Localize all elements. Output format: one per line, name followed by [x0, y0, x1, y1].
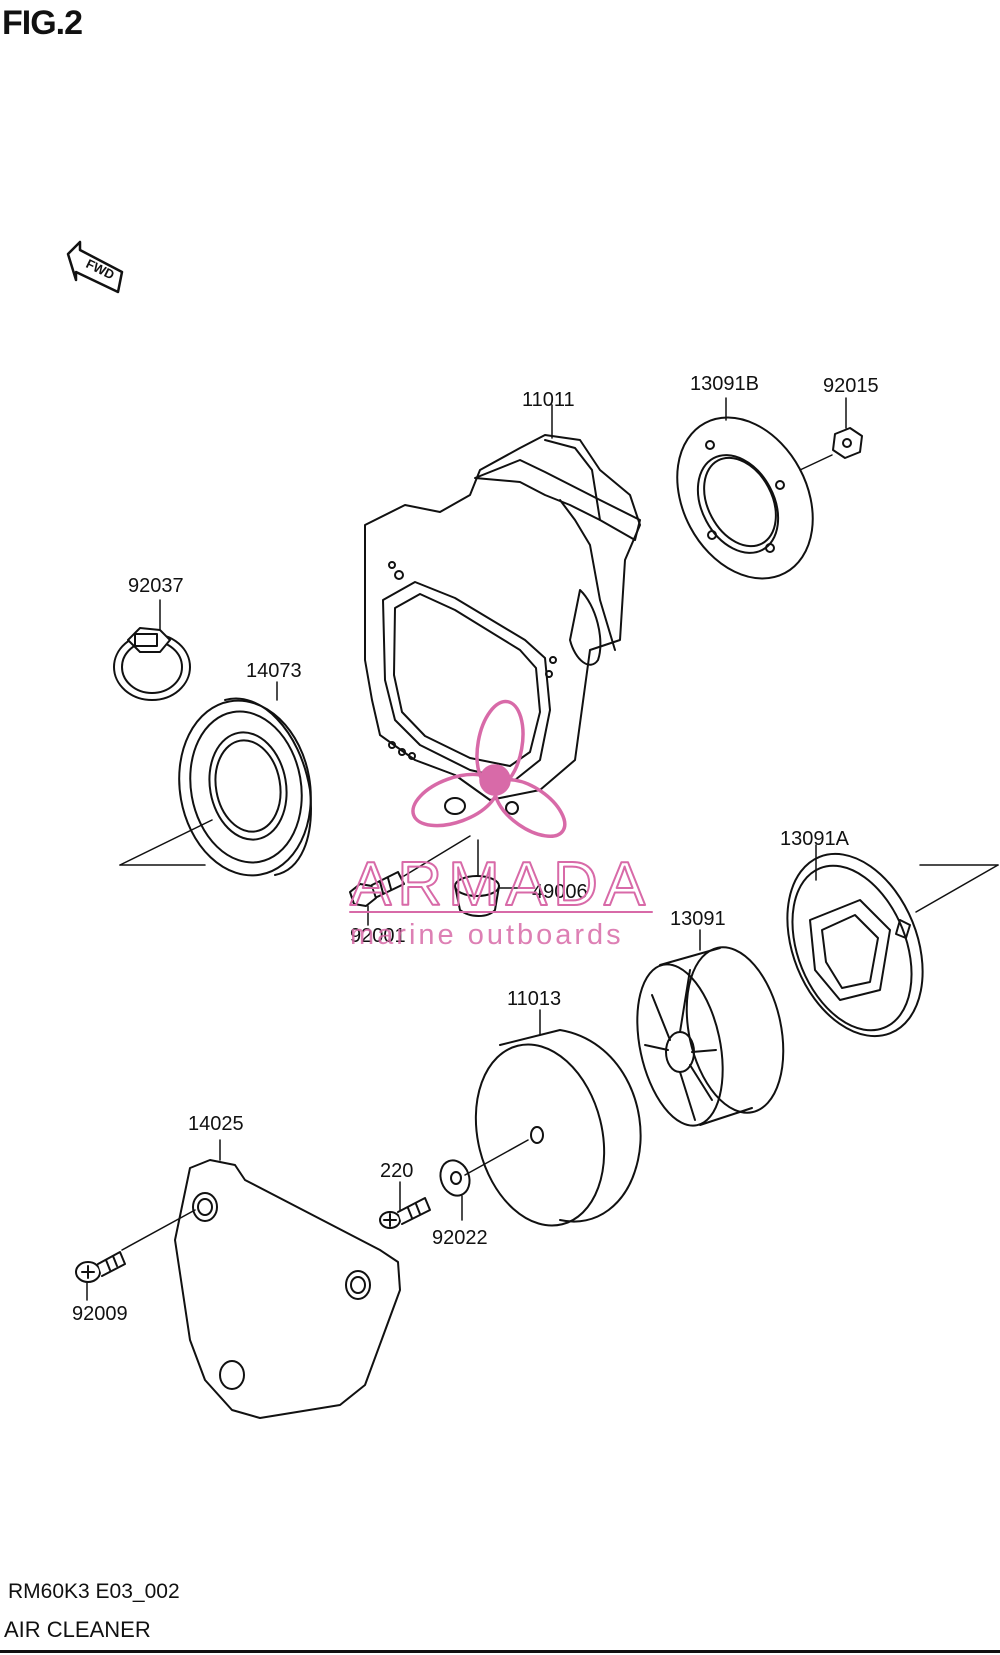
diagram-name: AIR CLEANER	[4, 1617, 151, 1642]
label-49006: 49006	[532, 881, 588, 903]
part-92037-hose-clamp[interactable]	[113, 599, 191, 701]
part-13091A-plate[interactable]	[762, 834, 999, 1057]
label-11011: 11011	[522, 389, 575, 411]
label-92015: 92015	[823, 375, 879, 397]
part-220-screw[interactable]	[379, 1181, 431, 1229]
fwd-arrow-icon: FWD	[66, 240, 124, 294]
label-13091: 13091	[670, 908, 726, 930]
part-13091-filter-cage[interactable]	[624, 929, 798, 1134]
bottom-border	[0, 1650, 1000, 1653]
figure-title: FIG.2	[2, 4, 83, 42]
diagram-code: RM60K3 E03_002	[8, 1580, 180, 1603]
part-49006-grommet[interactable]	[454, 839, 531, 917]
part-11011-air-cleaner-case[interactable]	[364, 404, 641, 815]
part-92009-bolt[interactable]	[75, 1251, 126, 1301]
label-92022: 92022	[432, 1227, 488, 1249]
label-13091B: 13091B	[690, 373, 759, 395]
armada-watermark: ARMADA marine outboards	[349, 699, 653, 951]
label-14025: 14025	[188, 1113, 244, 1135]
part-92022-washer[interactable]	[436, 1139, 529, 1221]
label-92001: 92001	[350, 925, 406, 947]
watermark-tagline: marine outboards	[350, 919, 624, 951]
label-92009: 92009	[72, 1303, 128, 1325]
part-11013-filter-element[interactable]	[458, 1009, 642, 1239]
part-92015-nut[interactable]	[799, 397, 863, 471]
label-220: 220	[380, 1160, 413, 1182]
part-13091B-gasket[interactable]	[650, 394, 839, 602]
label-11013: 11013	[507, 988, 561, 1010]
part-14025-cover[interactable]	[121, 1139, 401, 1419]
part-14073-inlet-duct[interactable]	[119, 681, 324, 886]
propeller-logo-icon	[411, 699, 567, 838]
label-13091A: 13091A	[780, 828, 850, 850]
part-92001-bolt[interactable]	[349, 835, 471, 926]
label-14073: 14073	[246, 660, 302, 682]
watermark-brand: ARMADA	[350, 850, 651, 919]
label-92037: 92037	[128, 575, 184, 597]
